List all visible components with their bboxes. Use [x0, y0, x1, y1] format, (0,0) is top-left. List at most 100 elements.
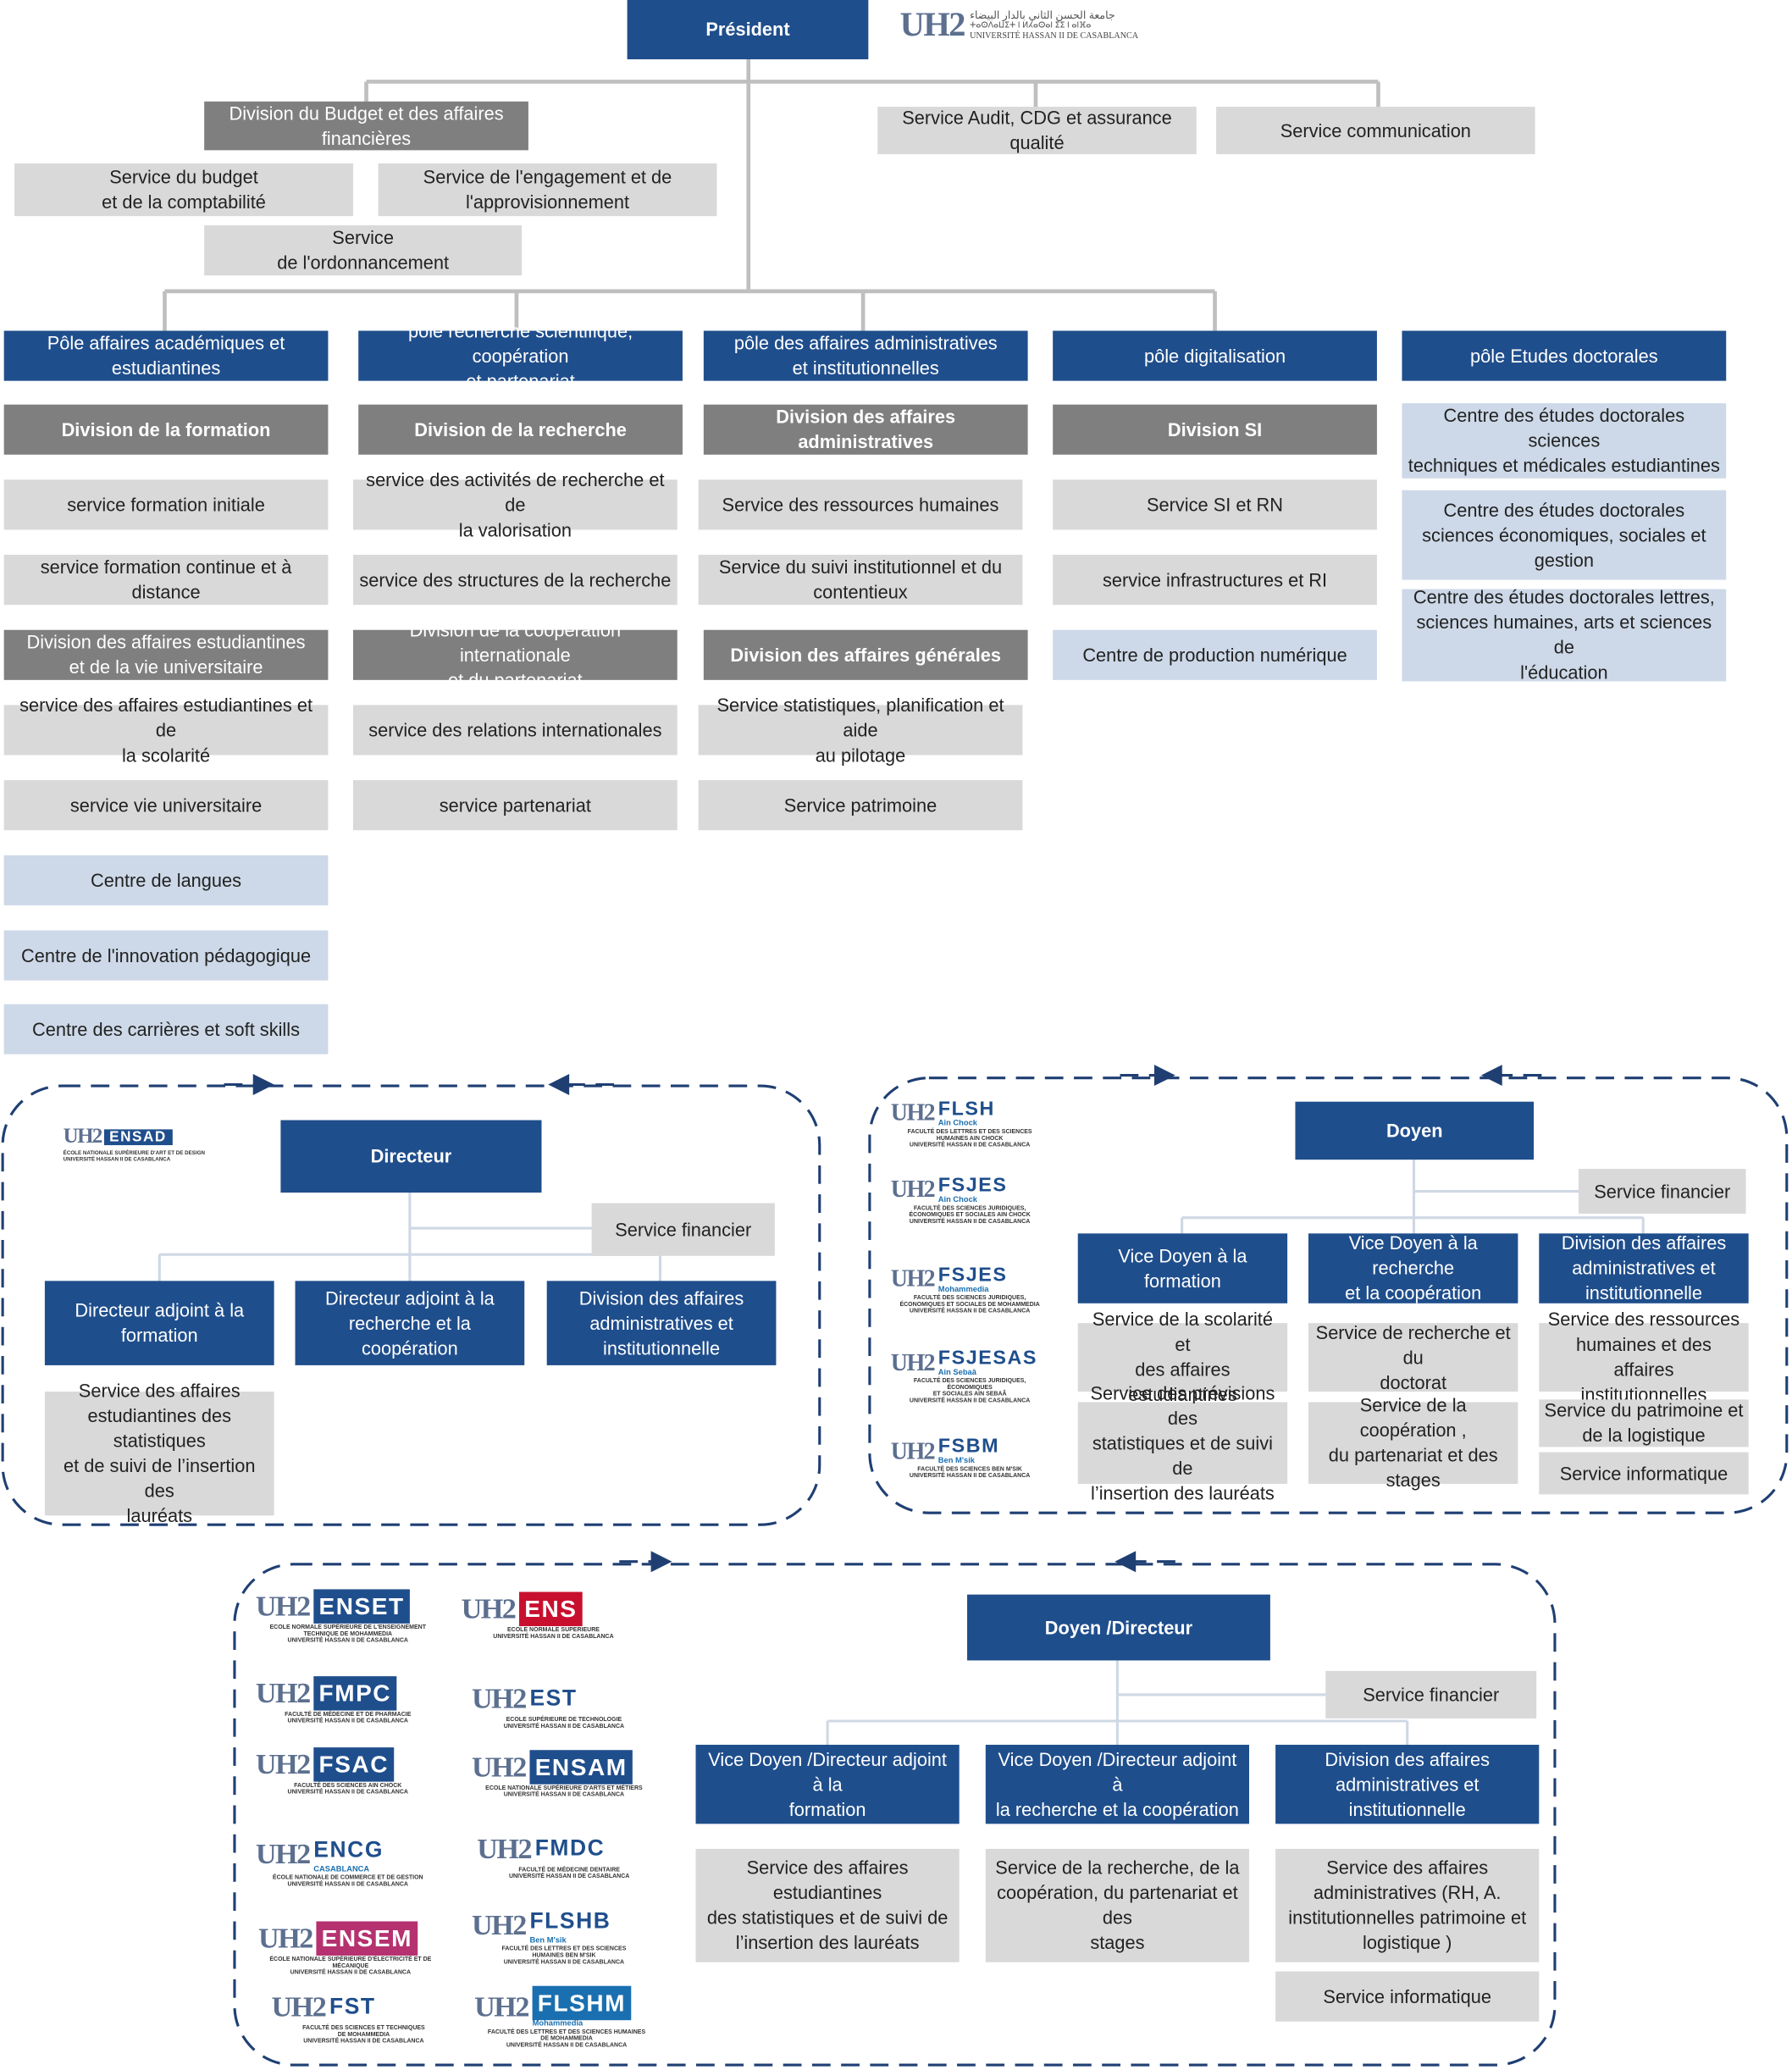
- service-audit-box: Service Audit, CDG et assurance qualité: [877, 107, 1197, 155]
- uh2c-mark-icon: UH2: [255, 1676, 311, 1710]
- pole-1-item-8: Centre de l'innovation pédagogique: [3, 930, 329, 981]
- doyen-col3-service-3: Service informatique: [1539, 1452, 1749, 1495]
- faculty-logo-fsbm: UH2 FSBM Ben M'sik FACULTÉ DES SCIENCES …: [890, 1435, 1031, 1479]
- etab-service-informatique-box: Service informatique: [1275, 1971, 1540, 2022]
- pole-3-item-2: Service des ressources humaines: [698, 479, 1023, 530]
- service-budget-box: Service du budget et de la comptabilité: [14, 163, 353, 217]
- pole-1-item-7: Centre de langues: [3, 855, 329, 905]
- pole-1-item-5: service des affaires estudiantines et de…: [3, 694, 329, 765]
- faculty-logo-fsjes: UH2 FSJES Mohammedia FACULTÉ DES SCIENCE…: [890, 1263, 1040, 1314]
- pole-title-4: pôle digitalisation: [1053, 330, 1377, 381]
- ensad-service-affaires-box: Service des affaires estudiantines des s…: [44, 1380, 274, 1526]
- pole-2-item-5: service des relations internationales: [352, 705, 678, 755]
- doyen-service-financier-box: Service financier: [1578, 1169, 1746, 1214]
- pole-3-item-5: Service statistiques, planification et a…: [698, 694, 1023, 765]
- faculty-logo-fsjes: UH2 FSJES Ain Chock FACULTÉ DES SCIENCES…: [890, 1173, 1031, 1224]
- pole-1-item-3: service formation continue et à distance: [3, 555, 329, 606]
- doyen-directeur-box: Doyen /Directeur: [967, 1594, 1270, 1661]
- institution-logo-ensam: UH2 ENSAM ECOLE NATIONALE SUPÉRIEURE D'A…: [472, 1750, 643, 1798]
- vice-doyen-directeur-formation-box: Vice Doyen /Directeur adjoint à la forma…: [695, 1745, 960, 1824]
- institution-logo-est: UH2 EST ECOLE SUPÉRIEURE DE TECHNOLOGIE …: [472, 1681, 625, 1730]
- institution-logo-ens: UH2 ENS ECOLE NORMALE SUPERIEURE UNIVERS…: [461, 1591, 614, 1640]
- faculty-logo-fsjesas: UH2 FSJESAS Ain Sebaâ FACULTÉ DES SCIENC…: [890, 1347, 1038, 1404]
- pole-2-item-6: service partenariat: [352, 780, 678, 831]
- ensad-service-financier-box: Service financier: [591, 1203, 775, 1256]
- etab-service-financier-box: Service financier: [1325, 1670, 1537, 1719]
- pole-2-item-3: service des structures de la recherche: [352, 555, 678, 606]
- faculty-logo-flsh: UH2 FLSH Ain Chock FACULTÉ DES LETTRES E…: [890, 1097, 1032, 1148]
- doyen-col2-service-2: Service de la coopération , du partenari…: [1308, 1394, 1518, 1491]
- uh2c-mark-icon: UH2: [477, 1831, 532, 1865]
- pole-1-item-2: service formation initiale: [3, 479, 329, 530]
- institution-logo-fst: UH2 FST FACULTÉ DES SCIENCES ET TECHNIQU…: [271, 1989, 425, 2044]
- pole-1-item-6: service vie universitaire: [3, 780, 329, 831]
- vice-doyen-recherche-box: Vice Doyen à la recherche et la coopérat…: [1308, 1232, 1518, 1303]
- vice-doyen-formation-box: Vice Doyen à la formation: [1077, 1233, 1288, 1303]
- uh2c-mark-icon: UH2: [890, 1436, 936, 1464]
- pole-2-item-4: Division de la coopération international…: [352, 618, 678, 690]
- pole-4-item-2: Service SI et RN: [1053, 479, 1377, 530]
- pole-title-1: Pôle affaires académiques et estudiantin…: [3, 330, 329, 381]
- uh2c-mark-icon: UH2: [255, 1588, 311, 1622]
- doyen-col3-service-1: Service des ressources humaines et des a…: [1539, 1309, 1749, 1405]
- pole-2-item-2: service des activités de recherche et de…: [352, 468, 678, 540]
- ensad-division-box: Division des affaires administratives et…: [546, 1281, 777, 1365]
- uh2c-logo: UH2 جامعة الحسن الثاني بالدار البيضاء ⵜⴰ…: [899, 5, 1139, 44]
- institution-logo-enset: UH2 ENSET ECOLE NORMALE SUPÉRIEURE DE L'…: [255, 1588, 427, 1643]
- uh2c-mark-icon: UH2: [890, 1175, 936, 1202]
- institution-logo-encg: UH2 ENCG CASABLANCA ÉCOLE NATIONALE DE C…: [255, 1836, 423, 1888]
- uh2c-mark-icon: UH2: [890, 1265, 936, 1292]
- pole-3-item-3: Service du suivi institutionnel et du co…: [698, 555, 1023, 606]
- doyen-col2-service-1: Service de recherche et du doctorat: [1308, 1321, 1518, 1392]
- uh2c-mark-icon: UH2: [472, 1681, 527, 1715]
- pole-5-item-1: Centre des études doctorales sciences te…: [1402, 403, 1727, 479]
- pole-title-2: pôle recherche scientifique, coopération…: [358, 319, 683, 390]
- uh2c-mark-icon: UH2: [63, 1125, 103, 1148]
- uh2c-mark-icon: UH2: [890, 1099, 936, 1126]
- doyen-box: Doyen: [1295, 1101, 1535, 1160]
- pole-4-item-4: Centre de production numérique: [1053, 629, 1377, 680]
- directeur-adjoint-recherche-box: Directeur adjoint à la recherche et la c…: [295, 1281, 525, 1365]
- vice-doyen-directeur-recherche-box: Vice Doyen /Directeur adjoint à la reche…: [985, 1745, 1249, 1824]
- pole-1-item-9: Centre des carrières et soft skills: [3, 1004, 329, 1054]
- uh2c-mark-icon: UH2: [472, 1750, 527, 1784]
- uh2c-mark-icon: UH2: [271, 1989, 327, 2023]
- pole-2-item-1: Division de la recherche: [358, 404, 683, 455]
- doyen-col1-service-2: Service des prévisions des statistiques …: [1077, 1381, 1288, 1503]
- pole-4-item-1: Division SI: [1053, 404, 1377, 455]
- etab-service-affaires-box: Service des affaires estudiantines des s…: [695, 1848, 960, 1962]
- uh2c-mark-icon: UH2: [461, 1591, 517, 1625]
- pole-3-item-4: Division des affaires générales: [703, 629, 1028, 680]
- pole-5-item-3: Centre des études doctorales lettres, sc…: [1402, 586, 1727, 683]
- uh2c-mark-icon: UH2: [255, 1836, 311, 1870]
- uh2c-mark-icon: UH2: [472, 1907, 527, 1941]
- service-communication-box: Service communication: [1216, 107, 1535, 155]
- pole-5-item-2: Centre des études doctorales sciences éc…: [1402, 490, 1727, 580]
- doyen-col1-service-1: Service de la scolarité et des affaires …: [1077, 1309, 1288, 1405]
- directeur-box: Directeur: [280, 1120, 542, 1193]
- doyen-col3-service-2: Service du patrimoine et de la logistiqu…: [1539, 1399, 1749, 1447]
- uh2c-mark-icon: UH2: [474, 1989, 529, 2023]
- uh2c-mark-icon: UH2: [257, 1920, 313, 1954]
- pole-title-3: pôle des affaires administratives et ins…: [703, 330, 1028, 381]
- institution-logo-flshb: UH2 FLSHB Ben M'sik FACULTÉ DES LETTRES …: [472, 1907, 627, 1965]
- etab-service-administratives-box: Service des affaires administratives (RH…: [1275, 1848, 1540, 1962]
- etab-service-recherche-box: Service de la recherche, de la coopérati…: [985, 1848, 1249, 1962]
- uh2c-mark-icon: UH2: [899, 5, 966, 44]
- ensad-logo: UH2 ENSAD ÉCOLE NATIONALE SUPÉRIEURE D'A…: [63, 1125, 206, 1163]
- pole-title-5: pôle Etudes doctorales: [1402, 330, 1727, 381]
- service-engagement-box: Service de l'engagement et de l'approvis…: [378, 163, 717, 217]
- institution-logo-fsac: UH2 FSAC FACULTÉ DES SCIENCES AIN CHOCK …: [255, 1747, 408, 1796]
- pole-1-item-4: Division des affaires estudiantines et d…: [3, 629, 329, 680]
- division-budget-box: Division du Budget et des affaires finan…: [204, 101, 528, 151]
- institution-logo-fmpc: UH2 FMPC FACULTÉ DE MÉDECINE ET DE PHARM…: [255, 1676, 412, 1724]
- uh2c-mark-icon: UH2: [890, 1348, 936, 1375]
- pole-3-item-6: Service patrimoine: [698, 780, 1023, 831]
- institution-logo-flshm: UH2 FLSHM Mohammedia FACULTÉ DES LETTRES…: [474, 1979, 659, 2053]
- doyen-division-box: Division des affaires administratives et…: [1539, 1232, 1749, 1303]
- institution-logo-fmdc: UH2 FMDC FACULTÉ DE MÉDECINE DENTAIRE UN…: [477, 1831, 630, 1879]
- president-box: Président: [627, 0, 869, 60]
- institution-logo-ensem: UH2 ENSEM ÉCOLE NATIONALE SUPÉRIEURE D'É…: [257, 1920, 432, 1975]
